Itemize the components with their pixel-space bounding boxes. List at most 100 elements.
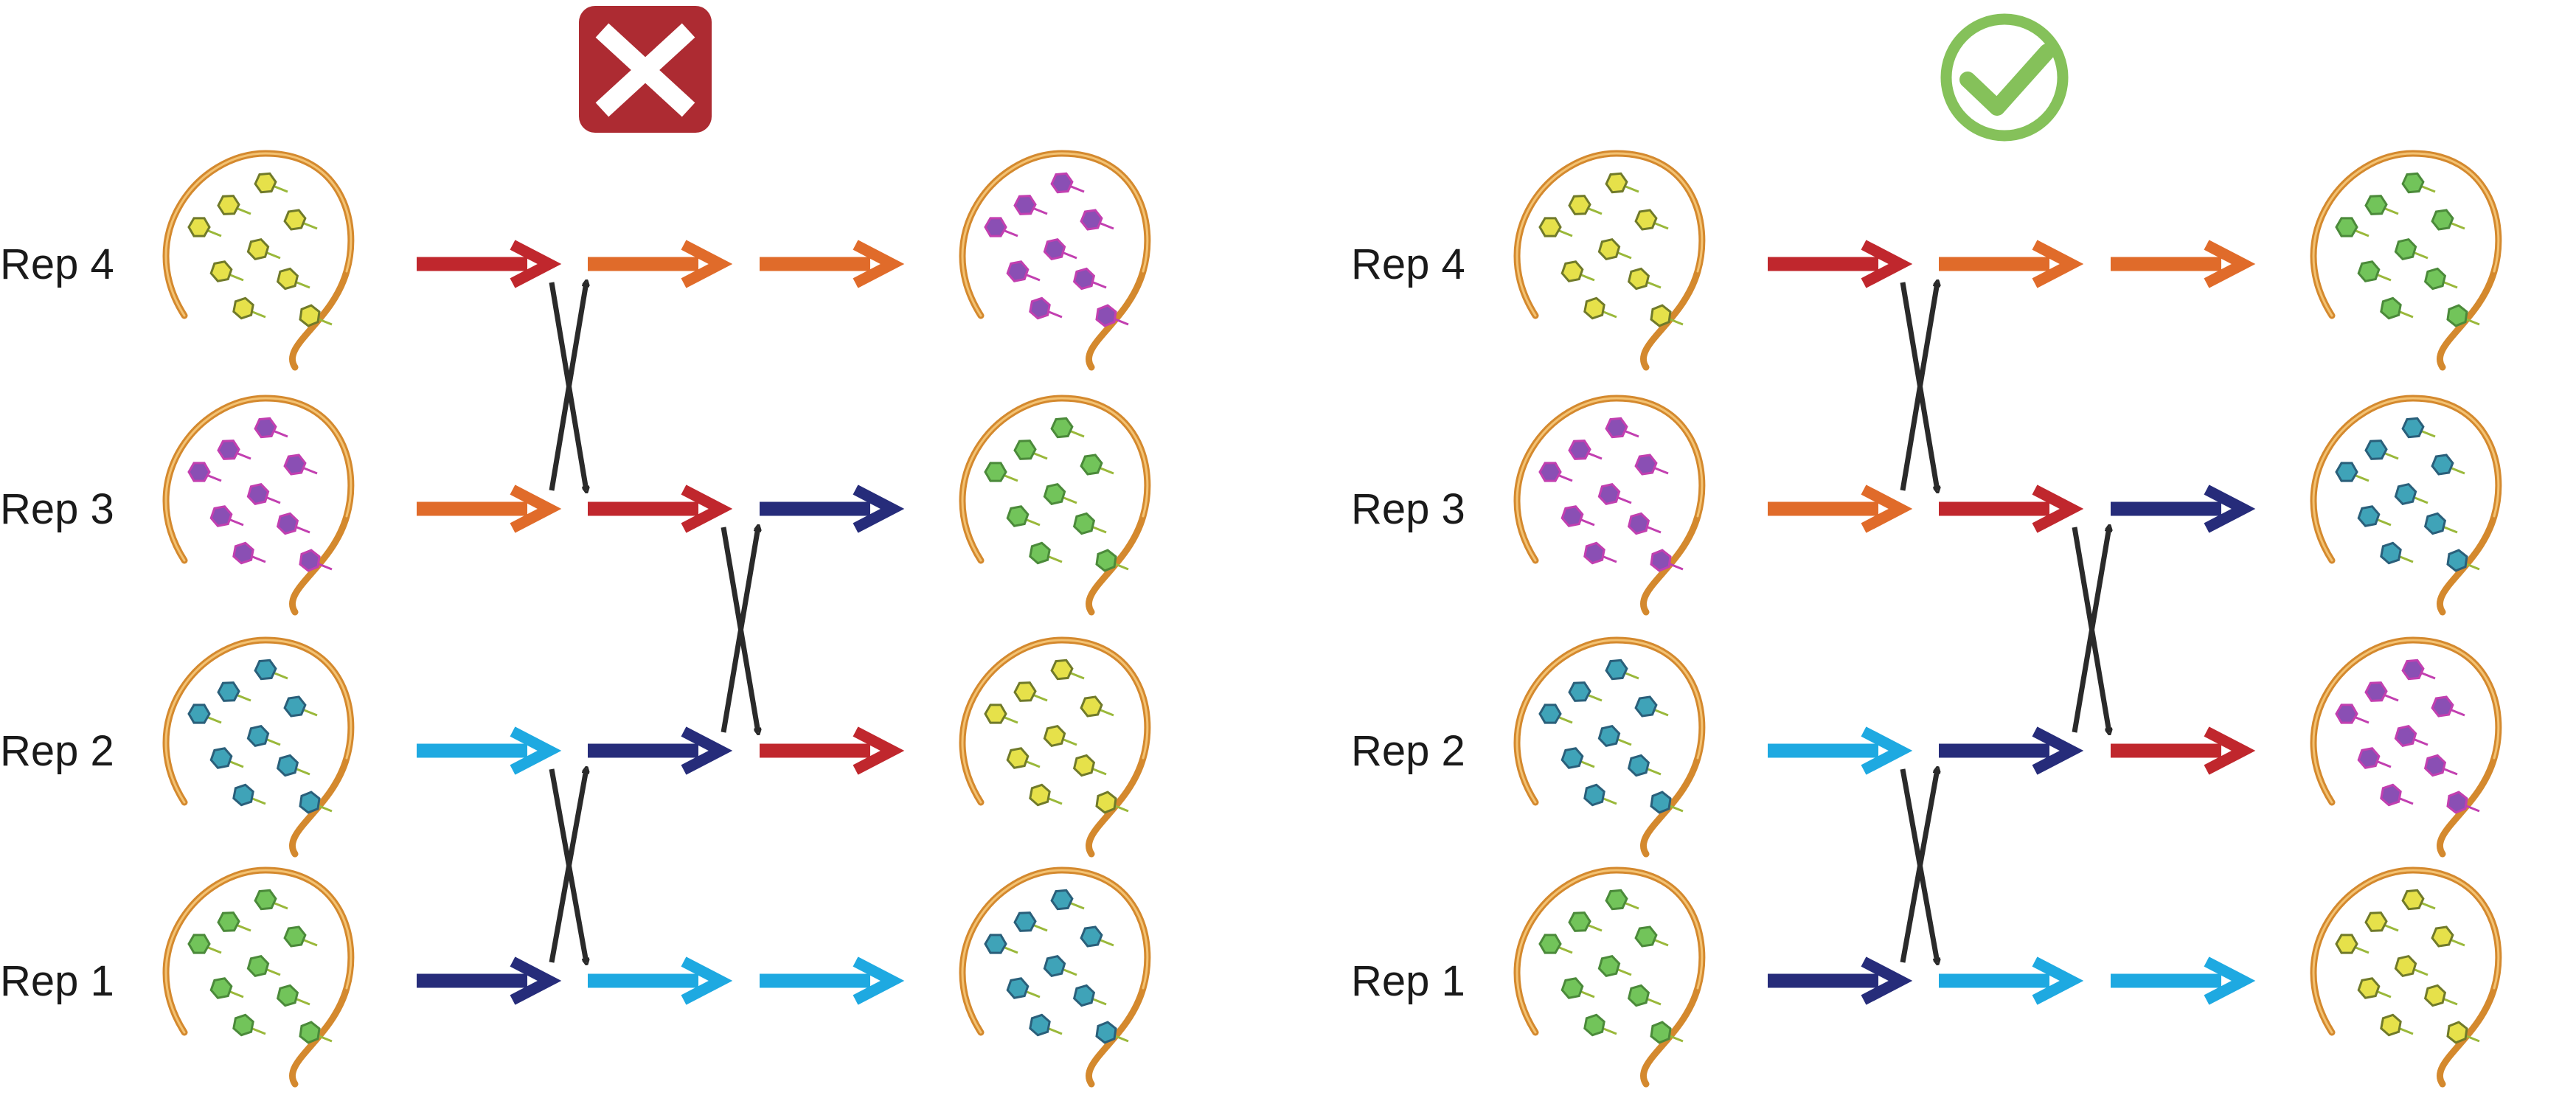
nucleobase — [1013, 911, 1037, 932]
nucleobase — [299, 791, 321, 814]
backbone-highlight — [961, 397, 1149, 562]
nucleobase — [1605, 172, 1628, 194]
trajectory-arrow-orange — [760, 240, 905, 288]
nucleobase — [232, 1013, 254, 1037]
nucleobase — [276, 984, 299, 1007]
start-structure-yellow — [162, 150, 355, 371]
start-structure-magenta — [162, 395, 355, 616]
nucleobase — [2401, 417, 2425, 439]
nucleobase — [1050, 417, 1074, 439]
nucleobase — [2446, 1021, 2468, 1044]
nucleobase — [1013, 681, 1037, 702]
nucleobase — [2357, 505, 2381, 527]
end-structure-magenta — [2310, 636, 2502, 858]
nucleobase — [1634, 925, 1658, 948]
check-circle-icon — [1959, 44, 2055, 116]
nucleobase — [1568, 911, 1591, 932]
start-structure-magenta — [1513, 395, 1706, 616]
nucleobase — [217, 681, 240, 702]
nucleobase — [283, 454, 307, 476]
nucleobase — [254, 417, 277, 439]
nucleobase — [1013, 195, 1037, 215]
nucleobase — [254, 889, 277, 911]
nucleobase — [283, 695, 307, 718]
nucleobase — [2423, 512, 2447, 535]
nucleobase — [1634, 454, 1658, 476]
nucleobase — [2431, 454, 2454, 476]
backbone-highlight — [1516, 869, 1704, 1034]
end-structure-yellow — [2310, 866, 2502, 1088]
nucleobase — [2401, 659, 2425, 681]
nucleobase — [1095, 304, 1117, 327]
nucleobase — [1634, 695, 1658, 718]
replica-label: Rep 3 — [1351, 485, 1465, 533]
replica-label: Rep 1 — [1351, 957, 1465, 1005]
nucleobase — [2423, 267, 2447, 291]
trajectory-arrow-cyan — [760, 956, 905, 1005]
exchange-arrow-up — [549, 769, 586, 963]
nucleobase — [1029, 783, 1051, 807]
end-structure-magenta — [959, 150, 1151, 371]
nucleobase — [2335, 704, 2358, 724]
nucleobase — [1560, 260, 1584, 282]
nucleobase — [1583, 541, 1605, 565]
nucleobase — [217, 440, 240, 460]
nucleobase — [2364, 195, 2388, 215]
nucleobase — [299, 304, 321, 327]
nucleobase — [209, 260, 233, 282]
trajectory-arrow-navy — [2111, 484, 2256, 533]
nucleobase — [1650, 1021, 1672, 1044]
cross-icon — [595, 23, 695, 117]
nucleobase — [276, 267, 299, 291]
nucleobase — [1072, 267, 1096, 291]
backbone-highlight — [164, 152, 353, 317]
nucleobase — [1095, 1021, 1117, 1044]
backbone-highlight — [961, 152, 1149, 317]
nucleobase — [1050, 172, 1074, 194]
nucleobase — [984, 704, 1007, 724]
end-structure-yellow — [959, 636, 1151, 858]
trajectory-arrow-cyan — [588, 956, 733, 1005]
nucleobase — [1095, 549, 1117, 572]
nucleobase — [1560, 977, 1584, 999]
trajectory-arrow-navy — [1939, 726, 2084, 775]
nucleobase — [1605, 659, 1628, 681]
nucleobase — [1605, 889, 1628, 911]
trajectory-arrow-cyan — [417, 726, 562, 775]
nucleobase — [2364, 911, 2388, 932]
nucleobase — [2394, 954, 2417, 978]
nucleobase — [2394, 237, 2417, 261]
nucleobase — [1095, 791, 1117, 814]
nucleobase — [299, 549, 321, 572]
nucleobase — [187, 934, 211, 954]
trajectory-arrow-navy — [588, 726, 733, 775]
nucleobase — [1072, 984, 1096, 1007]
nucleobase — [2364, 440, 2388, 460]
nucleobase — [1043, 954, 1066, 978]
nucleobase — [2380, 1013, 2402, 1037]
nucleobase — [209, 977, 233, 999]
nucleobase — [1029, 1013, 1051, 1037]
nucleobase — [1043, 724, 1066, 748]
nucleobase — [1006, 977, 1030, 999]
nucleobase — [1080, 695, 1103, 718]
nucleobase — [1006, 747, 1030, 769]
nucleobase — [2357, 977, 2381, 999]
nucleobase — [2423, 984, 2447, 1007]
nucleobase — [1627, 984, 1650, 1007]
exchange-arrows — [721, 527, 758, 732]
start-structure-cyan — [162, 636, 355, 858]
nucleobase — [1568, 195, 1591, 215]
nucleobase — [2380, 541, 2402, 565]
nucleobase — [1080, 454, 1103, 476]
nucleobase — [1006, 505, 1030, 527]
nucleobase — [276, 754, 299, 777]
nucleobase — [283, 209, 307, 231]
nucleobase — [246, 724, 270, 748]
exchange-arrows — [549, 769, 586, 963]
trajectory-arrow-cyan — [2111, 956, 2256, 1005]
accept-badge — [1940, 13, 2069, 142]
backbone-highlight — [1516, 152, 1704, 317]
